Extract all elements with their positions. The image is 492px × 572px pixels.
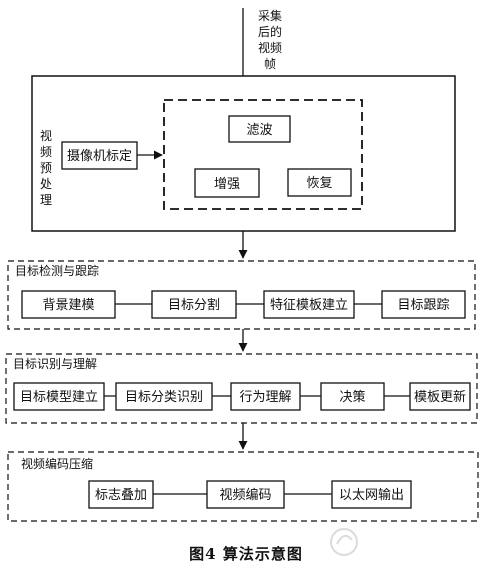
filter-enhance-group [163,99,363,210]
target-segmentation-label: 目标分割 [168,297,220,313]
input-label-line-2: 后的 [258,24,282,39]
preprocess-title-char-5: 理 [40,193,52,207]
template-update-label: 模板更新 [414,389,466,405]
feature-template-label: 特征模板建立 [270,298,348,313]
enhance-label: 增强 [214,177,240,192]
target-segmentation-box [151,290,237,319]
restore-box [287,168,352,197]
behavior-understanding-box [230,382,301,411]
input-label-line-1: 采集 [258,8,282,23]
overlay-box [88,480,154,509]
model-building-box [13,382,105,411]
template-update-box [409,382,471,411]
target-tracking-box [381,290,466,319]
enhance-box [194,168,260,198]
decision-label: 决策 [339,389,365,405]
classification-label: 目标分类识别 [125,390,203,405]
watermark-logo [330,528,358,556]
input-label-line-4: 帧 [264,57,276,71]
preprocess-title-char-1: 视 [40,128,52,143]
encoding-group [7,451,479,522]
background-modeling-label: 背景建模 [42,298,94,313]
encoding-title: 视频编码压缩 [21,456,93,471]
background-modeling-box [21,290,116,319]
camera-calibration-box [61,141,138,170]
camera-calibration-label: 摄像机标定 [67,149,132,164]
recognition-group [5,353,478,424]
ethernet-output-label: 以太网输出 [339,487,404,503]
behavior-understanding-label: 行为理解 [239,390,291,405]
video-coding-label: 视频编码 [219,488,271,503]
decision-box [320,382,385,411]
figure-caption: 图4 算法示意图 [189,545,303,563]
model-building-label: 目标模型建立 [20,390,98,405]
overlay-label: 标志叠加 [95,488,147,503]
ethernet-output-box [331,480,412,509]
target-tracking-label: 目标跟踪 [397,298,449,313]
video-coding-box [206,480,285,509]
preprocess-title-char-2: 频 [40,145,52,159]
detection-group [7,260,476,330]
classification-box [115,382,213,411]
detection-title: 目标检测与跟踪 [15,263,99,278]
input-label-line-3: 视频 [258,40,282,55]
filter-box [228,115,291,143]
filter-label: 滤波 [246,123,272,138]
preprocess-title-char-4: 处 [40,177,52,191]
recognition-title: 目标识别与理解 [13,357,97,371]
restore-label: 恢复 [306,176,332,191]
feature-template-box [263,290,355,319]
preprocess-title-char-3: 预 [40,161,52,175]
